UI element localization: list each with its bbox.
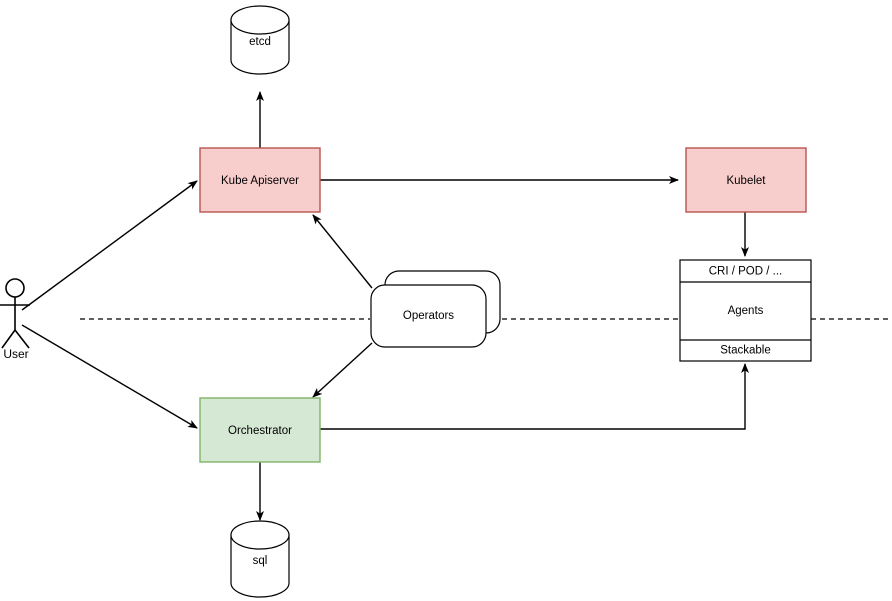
node-operators[interactable]: Operators	[370, 270, 501, 348]
node-orchestrator[interactable]: Orchestrator	[199, 397, 321, 463]
node-operators-label: Operators	[403, 310, 454, 322]
edge-operators-to-orchestrator	[312, 342, 373, 398]
node-kube-apiserver-label: Kube Apiserver	[221, 175, 299, 187]
node-user-actor[interactable]: User	[0, 278, 30, 361]
node-cri-pod-label: CRI / POD / ...	[709, 266, 782, 278]
edge-orchestrator-to-stackable	[320, 363, 749, 430]
edge-user-to-orchestrator	[21, 324, 198, 429]
node-stackable-label: Stackable	[720, 345, 771, 357]
node-etcd[interactable]: etcd	[230, 5, 290, 75]
node-kubelet[interactable]: Kubelet	[685, 147, 807, 213]
node-operators-front-card	[370, 284, 487, 348]
node-agents-container[interactable]: CRI / POD / ... Agents Stackable	[679, 259, 812, 362]
node-kubelet-label: Kubelet	[726, 175, 766, 187]
node-user-label: User	[3, 347, 28, 361]
node-etcd-label: etcd	[249, 36, 271, 48]
node-orchestrator-label: Orchestrator	[228, 425, 292, 437]
edge-user-to-apiserver	[21, 180, 198, 311]
node-sql[interactable]: sql	[230, 520, 290, 598]
actor-legs-icon	[1, 329, 30, 349]
node-kube-apiserver[interactable]: Kube Apiserver	[199, 147, 321, 213]
node-agents-label: Agents	[728, 305, 764, 317]
edge-operators-to-apiserver	[312, 214, 373, 289]
node-sql-label: sql	[253, 555, 268, 567]
actor-head-icon	[5, 278, 25, 298]
